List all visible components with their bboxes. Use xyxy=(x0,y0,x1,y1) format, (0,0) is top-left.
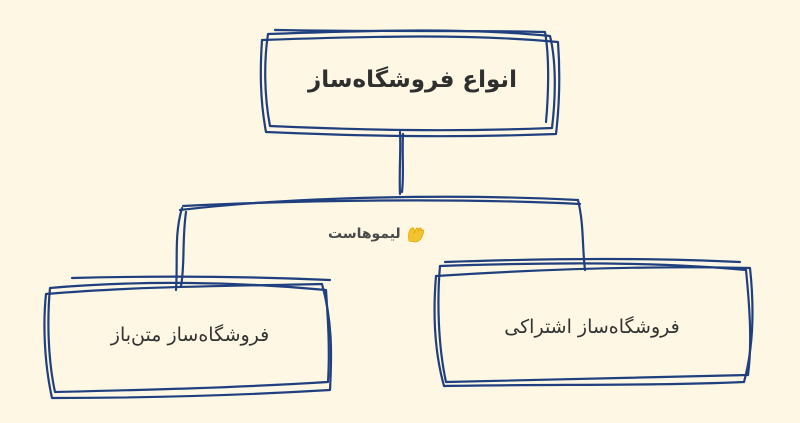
child-node-label-open-source: فروشگاه‌ساز متن‌باز xyxy=(110,324,270,346)
child-node-label-subscription: فروشگاه‌ساز اشتراکی xyxy=(504,316,680,338)
root-node-label: انواع فروشگاه‌ساز xyxy=(308,67,517,93)
right-box xyxy=(433,257,754,388)
lemon-hand-logo-icon xyxy=(407,227,424,243)
left-box xyxy=(43,275,333,400)
brand-name: لیموهاست xyxy=(328,226,401,242)
brand-watermark: لیموهاست xyxy=(328,222,440,246)
root-box xyxy=(259,28,561,138)
connector-lines xyxy=(174,130,587,292)
